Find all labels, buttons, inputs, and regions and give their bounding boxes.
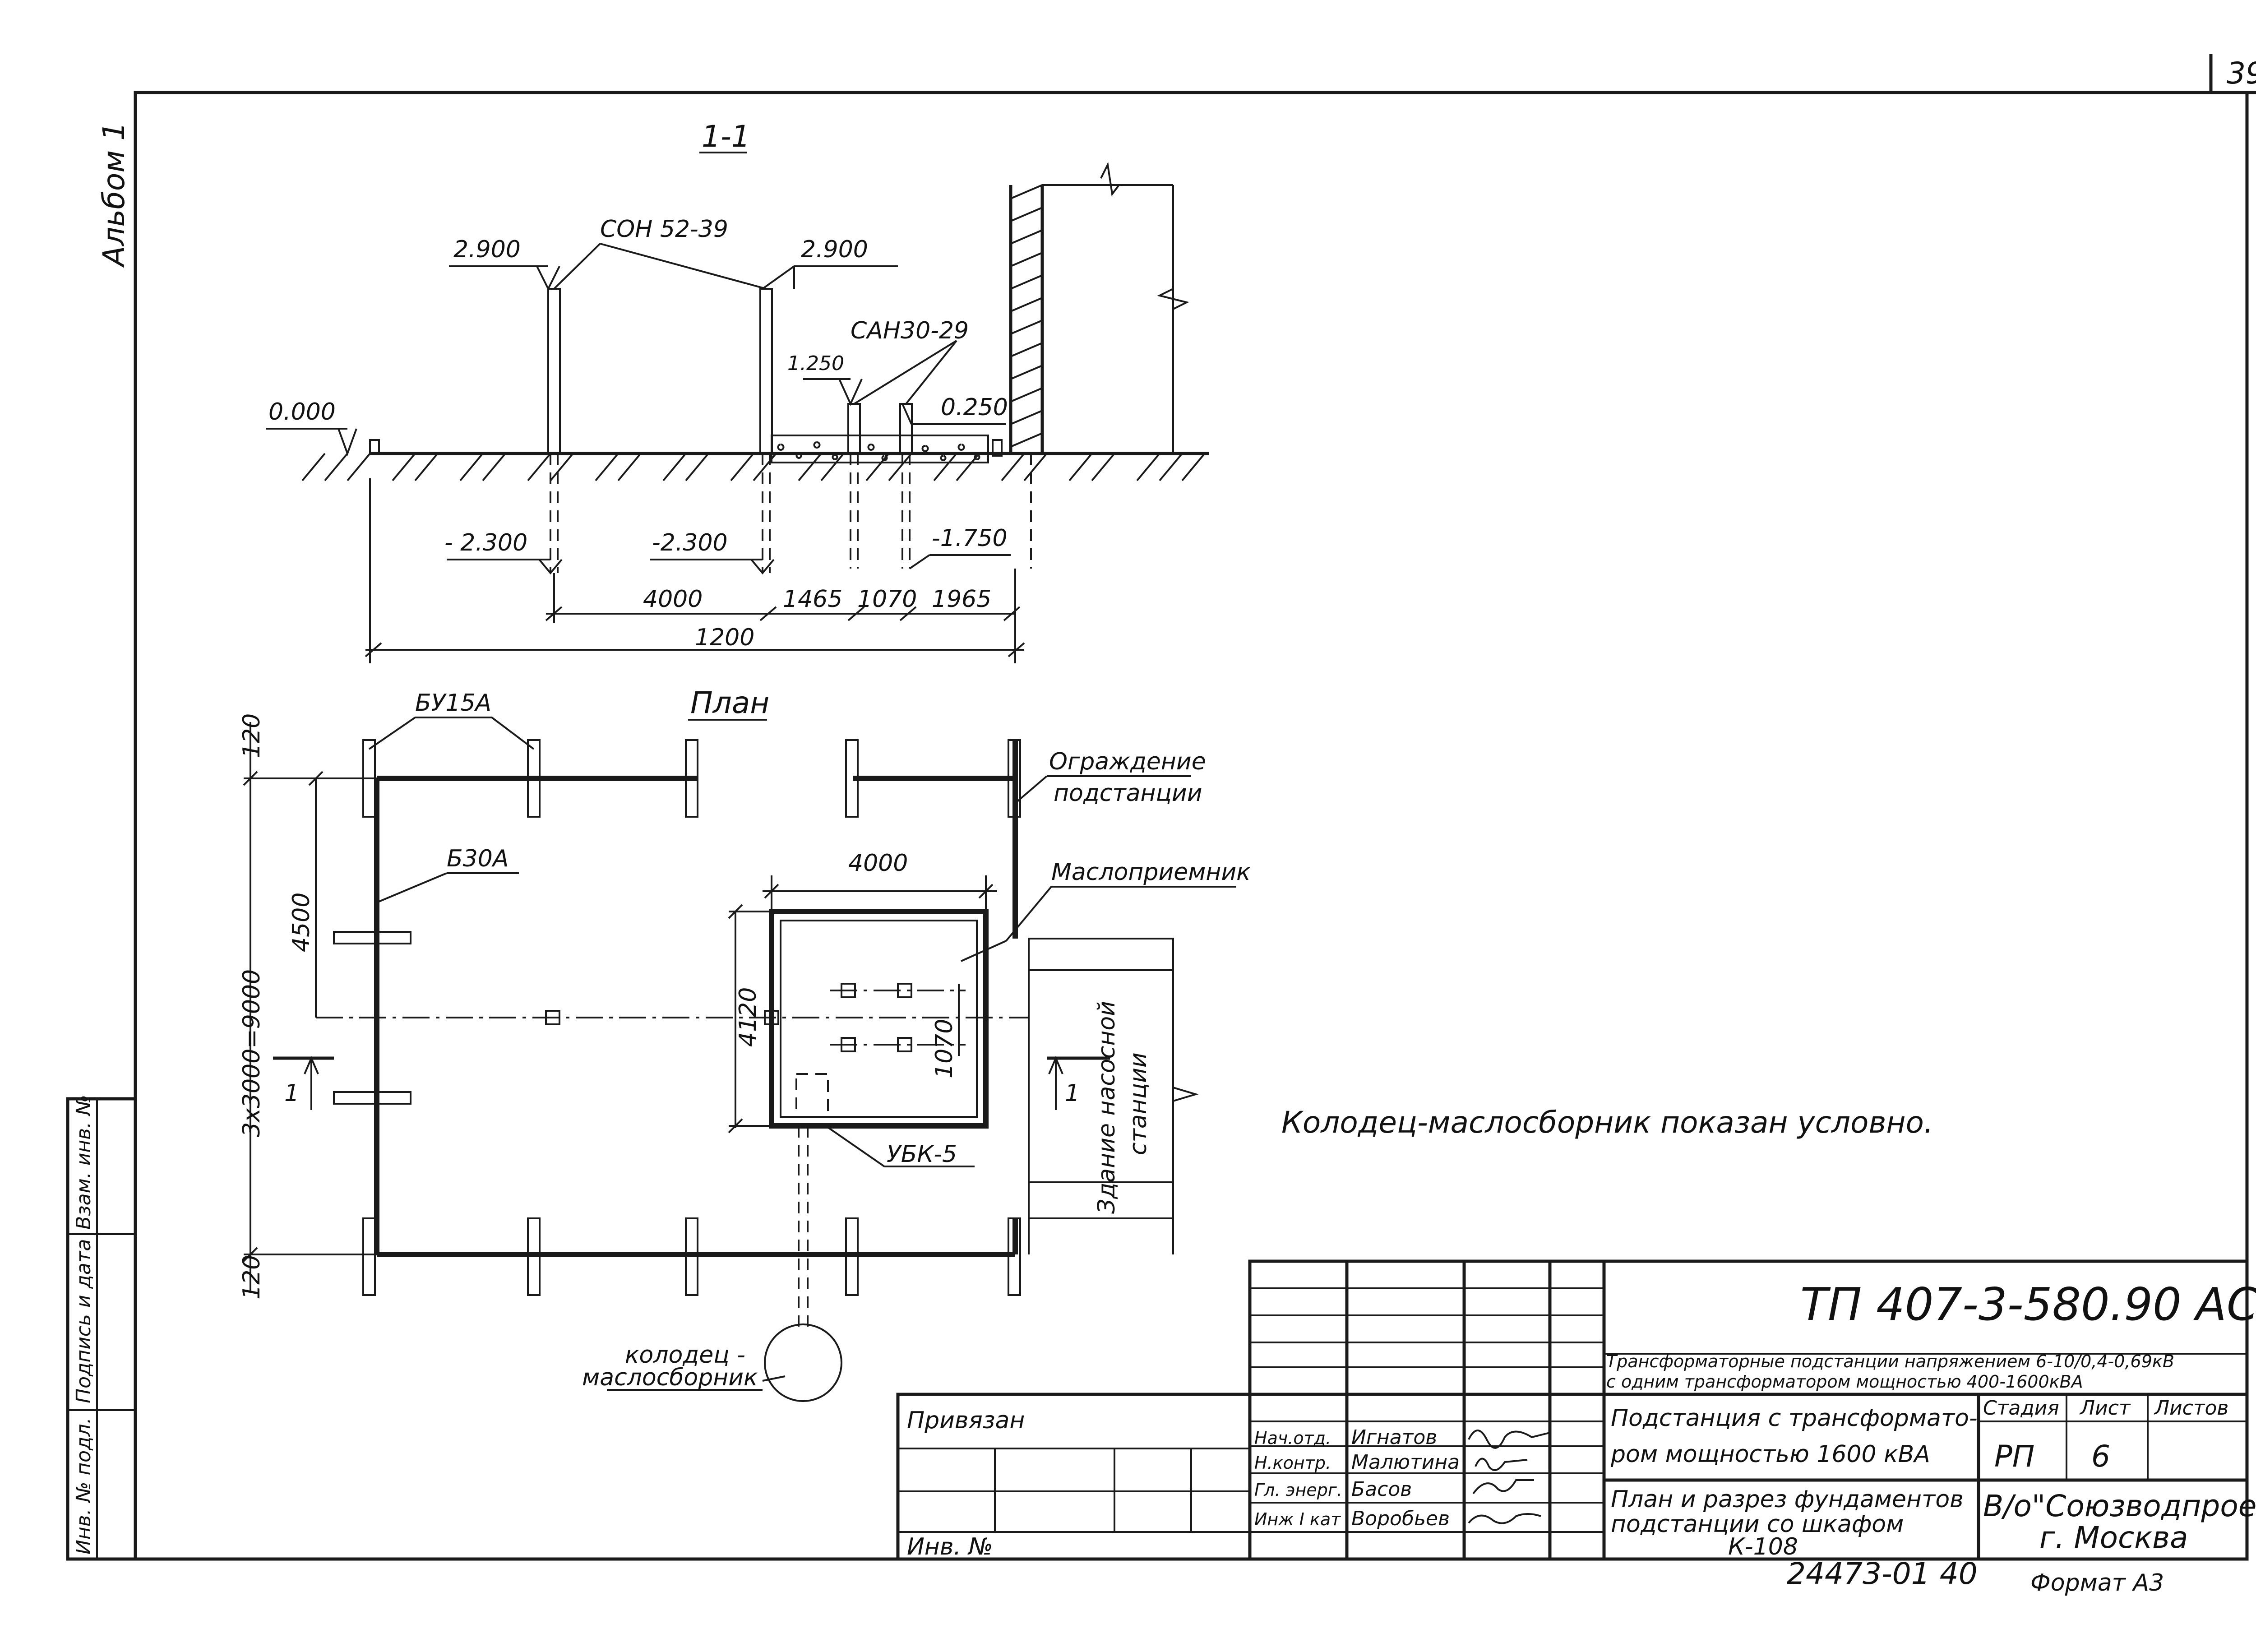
name-2: Малютина <box>1351 1451 1460 1474</box>
elev-right: 2.900 <box>801 236 868 263</box>
fence-label-1: Ограждение <box>1049 748 1206 775</box>
org-2: г. Москва <box>2039 1520 2188 1555</box>
cut-mark-right: 1 <box>1065 1080 1080 1107</box>
drawing-title-1: План и разрез фундаментов <box>1611 1486 1964 1513</box>
drawing-title-3: К-108 <box>1728 1533 1798 1560</box>
section-elevations <box>266 243 1011 575</box>
well-label-2: маслосборник <box>582 1364 758 1391</box>
cut-mark-left: 1 <box>284 1080 299 1107</box>
drawing-title-2: подстанции со шкафом <box>1611 1511 1904 1538</box>
well-label-1: колодец - <box>625 1342 745 1369</box>
pillar-mark: СОН 52-39 <box>600 216 728 243</box>
name-3: Басов <box>1351 1478 1412 1501</box>
sec-dim-1465: 1465 <box>783 586 842 613</box>
role-2: Н.контр. <box>1254 1453 1331 1473</box>
oil-receiver-label: Маслоприемник <box>1051 859 1251 886</box>
building-label-2: станции <box>1125 1052 1152 1155</box>
elev-m2300-b: -2.300 <box>652 529 728 556</box>
sec-dim-1070: 1070 <box>857 586 917 613</box>
post-mark: БУ15А <box>415 689 491 717</box>
sec-dim-total: 1200 <box>695 624 754 651</box>
sign-date-label: Подпись и дата <box>72 1239 95 1403</box>
elev-0250: 0.250 <box>941 394 1008 421</box>
pump-building <box>1028 938 1199 1254</box>
elev-m1750: -1.750 <box>932 525 1008 552</box>
section-dimensions <box>365 478 1025 663</box>
album-label: Альбом 1 <box>97 122 131 268</box>
beam-mark: Б30А <box>447 845 509 872</box>
sheet-title-1: Подстанция с трансформато- <box>1611 1405 1978 1432</box>
doc-code: ТП 407-3-580.90 АС <box>1800 1278 2256 1331</box>
elev-left: 2.900 <box>453 236 521 263</box>
building-wall <box>1009 162 1189 569</box>
role-4: Инж I кат <box>1254 1509 1341 1529</box>
elev-zero: 0.000 <box>268 398 336 426</box>
sheet-title-2: ром мощностью 1600 кВА <box>1610 1441 1930 1468</box>
sheet-number: 39 <box>2227 56 2256 91</box>
project-line-1: Трансформаторные подстанции напряжением … <box>1606 1351 2174 1371</box>
sheet-label: Лист <box>2079 1397 2131 1420</box>
plan-fence <box>333 739 1021 1296</box>
section-ground <box>301 439 1209 481</box>
elev-m2300-a: - 2.300 <box>444 529 527 556</box>
sheet-value: 6 <box>2091 1439 2110 1474</box>
plan-dim-120-bottom: 120 <box>238 1255 265 1300</box>
gravel-fill <box>771 435 1003 463</box>
ubk-label: УБК-5 <box>887 1141 957 1168</box>
name-4: Воробьев <box>1351 1507 1450 1530</box>
plan-dim-120-top: 120 <box>238 713 265 758</box>
plan-dim-4000: 4000 <box>848 850 908 877</box>
fence-label-2: подстанции <box>1054 780 1202 807</box>
stage-label: Стадия <box>1983 1397 2059 1420</box>
title-block-grid <box>896 1259 2249 1561</box>
well-circle <box>764 1323 842 1402</box>
building-label-1: Здание насосной <box>1093 1001 1120 1214</box>
plan-dim-3x3000: 3x3000=9000 <box>238 969 265 1137</box>
name-1: Игнатов <box>1351 1426 1437 1449</box>
support-mark: САН30-29 <box>851 317 969 344</box>
bottom-code: 24473-01 40 <box>1787 1556 1978 1591</box>
sec-dim-1965: 1965 <box>932 586 991 613</box>
oil-receiver <box>316 909 1029 1327</box>
plan-dim-4120: 4120 <box>735 987 762 1047</box>
role-1: Нач.отд. <box>1254 1428 1331 1448</box>
cut-markers <box>273 1055 1110 1110</box>
left-stamp-strip <box>66 1097 137 1561</box>
sec-dim-4000: 4000 <box>643 586 703 613</box>
role-3: Гл. энерг. <box>1254 1480 1342 1500</box>
signatures <box>1468 1430 1550 1524</box>
project-line-2: с одним трансформатором мощностью 400-16… <box>1606 1372 2083 1392</box>
section-title: 1-1 <box>702 119 750 154</box>
plan-dimensions <box>243 722 997 1291</box>
inv-no-label: Инв. № <box>907 1533 993 1560</box>
elev-1250: 1.250 <box>787 352 844 375</box>
plan-title: План <box>690 685 769 720</box>
plan-dim-4500: 4500 <box>288 893 315 952</box>
plan-dim-1070: 1070 <box>931 1019 958 1078</box>
stage-value: РП <box>1994 1439 2034 1474</box>
plan-leaders <box>368 717 1236 1391</box>
note-text: Колодец-маслосборник показан условно. <box>1281 1105 1933 1140</box>
replace-inv-label: Взам. инв. № <box>72 1095 95 1230</box>
org-1: В/о"Союзводпроект" <box>1983 1489 2256 1523</box>
bound-label: Привязан <box>907 1407 1025 1434</box>
sheets-label: Листов <box>2154 1397 2228 1420</box>
format-label: Формат А3 <box>2030 1569 2164 1596</box>
inv-orig-label: Инв. № подл. <box>72 1417 95 1555</box>
